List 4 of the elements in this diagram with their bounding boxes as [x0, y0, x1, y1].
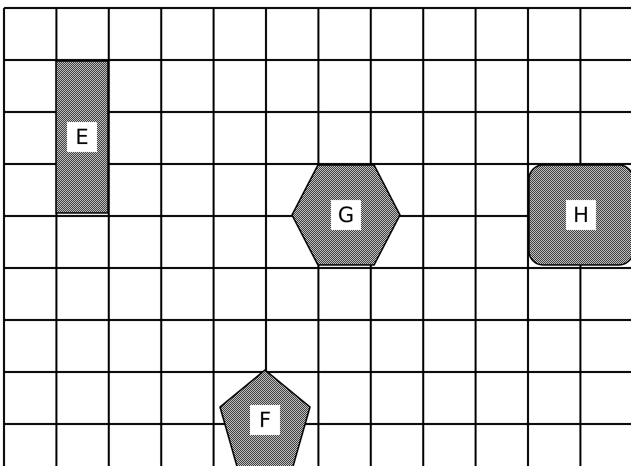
shape-label: G: [331, 200, 361, 230]
shape-label: E: [67, 122, 97, 152]
shape-label: H: [566, 200, 596, 230]
shape-label: F: [250, 405, 280, 435]
